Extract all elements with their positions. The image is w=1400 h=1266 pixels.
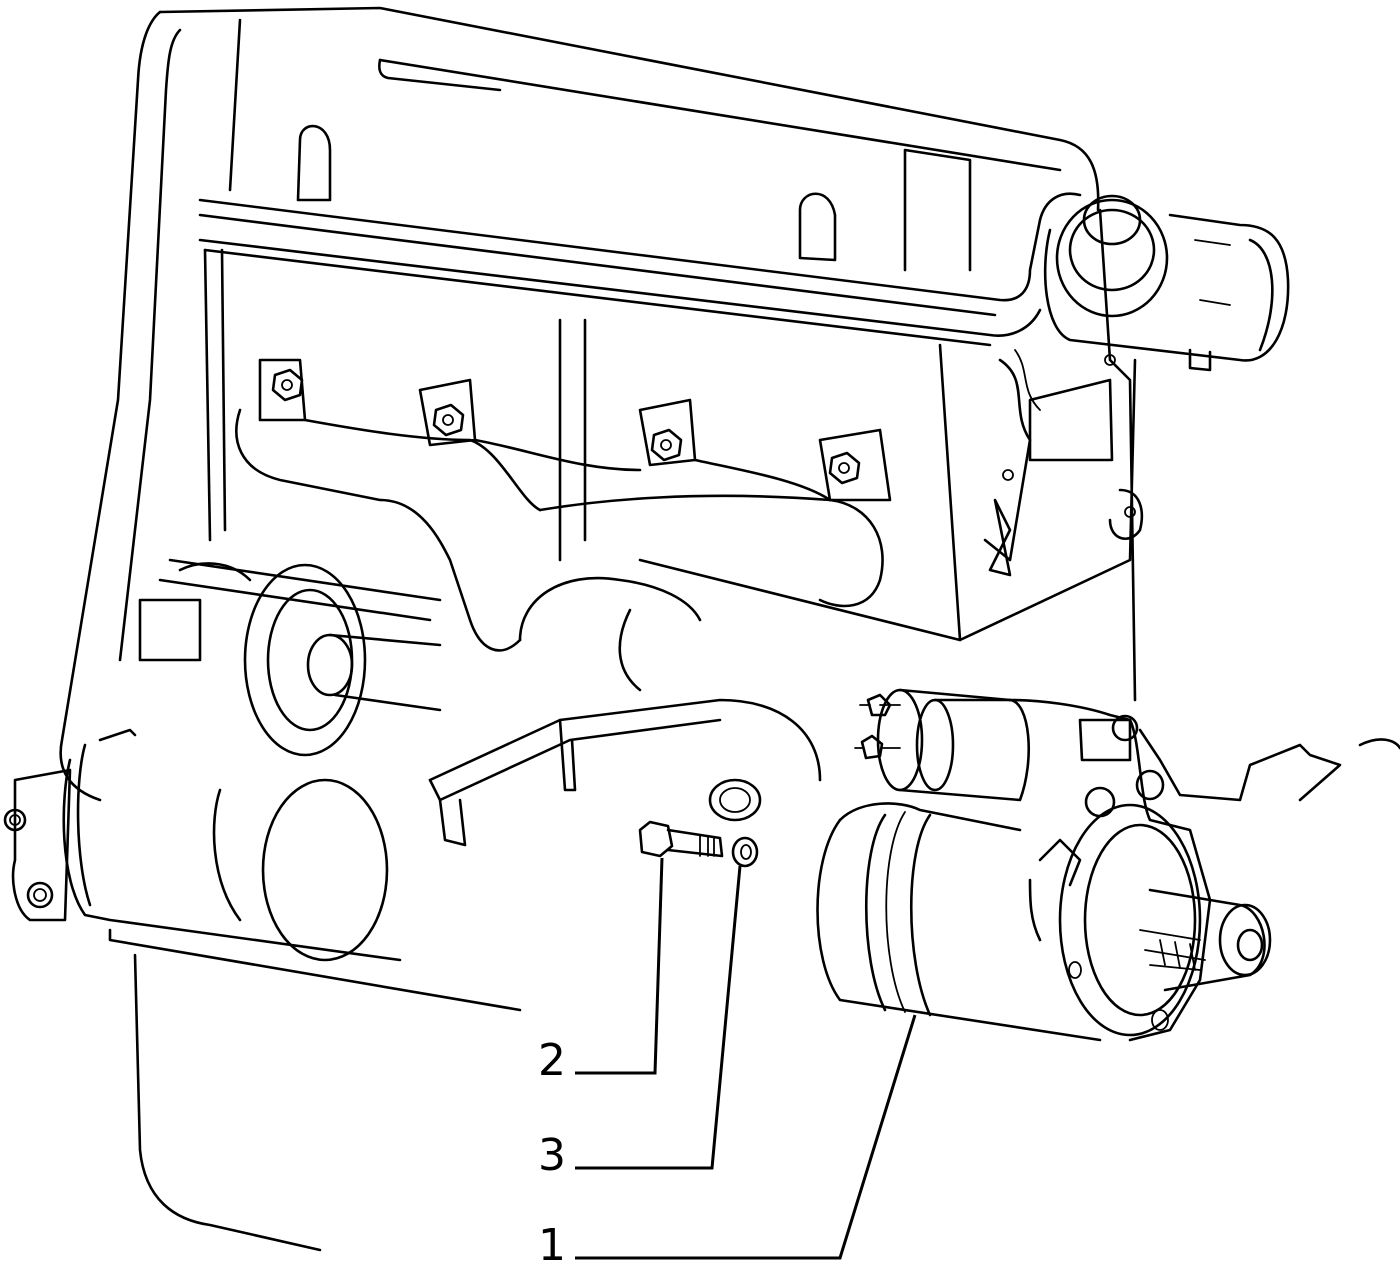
alternator-assembly [3, 558, 522, 1252]
callout-label-2: 2 [538, 1035, 566, 1086]
callout-1: 1 [538, 1014, 917, 1266]
callout-label-1: 1 [538, 1220, 566, 1266]
starter-motor-part-1 [816, 688, 1400, 1042]
exhaust-manifold [235, 358, 892, 847]
washer-part-3 [731, 836, 759, 868]
bolt-part-2 [638, 820, 724, 858]
leader-line-3 [575, 865, 742, 1170]
leader-line-2 [575, 857, 664, 1075]
callout-3: 3 [538, 865, 742, 1181]
callout-label-3: 3 [538, 1130, 566, 1181]
oil-filler-cap [1043, 194, 1290, 372]
callout-2: 2 [538, 857, 664, 1086]
engine-block [59, 6, 1144, 802]
leader-line-1 [575, 1014, 917, 1260]
